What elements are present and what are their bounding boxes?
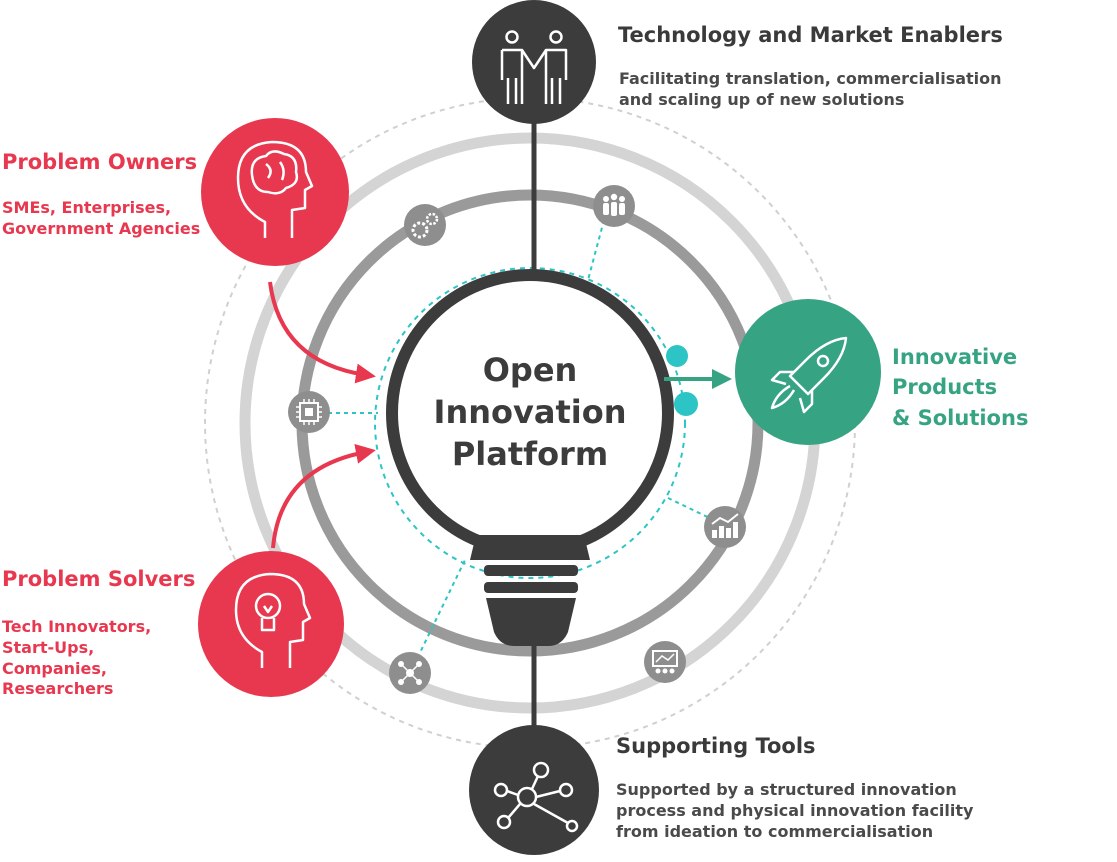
tools-desc-line-2: process and physical innovation facility: [616, 800, 974, 820]
solvers-desc-line-2: Start-Ups,: [2, 637, 95, 657]
solvers-desc-line-3: Companies,: [2, 658, 107, 678]
enablers-node: [472, 0, 596, 124]
products-title-line-2: & Solutions: [892, 405, 1029, 430]
solvers-desc-line-4: Researchers: [2, 679, 114, 699]
connector-network: [413, 559, 466, 666]
chip-icon: [288, 391, 330, 433]
lightbulb: [386, 269, 674, 646]
center-line-1: Open: [483, 351, 578, 389]
arrow-solvers: [271, 444, 376, 549]
owners-desc-line-1: SMEs, Enterprises,: [2, 198, 172, 217]
lightbulb-head-icon: [234, 572, 312, 668]
gears-icon: [404, 204, 446, 246]
presentation-icon: [644, 641, 686, 683]
enablers-desc-line-1: Facilitating translation, commercialisat…: [619, 69, 1002, 88]
chart-icon: [704, 506, 746, 548]
solvers-desc: Tech Innovators, Start-Ups, Companies, R…: [2, 617, 151, 700]
tools-desc-line-3: from ideation to commercialisation: [616, 821, 934, 841]
products-node: [735, 299, 881, 445]
tools-title: Supporting Tools: [616, 734, 816, 758]
center-line-3: Platform: [452, 435, 608, 473]
handshake-people-icon: [500, 30, 568, 104]
center-line-2: Innovation: [434, 393, 627, 431]
products-title-line-1: Innovative Products: [892, 345, 1018, 400]
teal-dot-1: [666, 345, 688, 367]
owners-title: Problem Owners: [2, 150, 198, 174]
network-people-icon: [389, 652, 431, 694]
teal-dot-2: [674, 392, 698, 416]
enablers-desc: Facilitating translation, commercialisat…: [619, 69, 1002, 111]
arrow-owners: [268, 281, 376, 384]
enablers-title: Technology and Market Enablers: [618, 23, 1003, 47]
connector-chart: [667, 497, 719, 523]
owners-desc: SMEs, Enterprises, Government Agencies: [2, 198, 200, 240]
tools-node: [469, 725, 599, 855]
products-title: Innovative Products & Solutions: [892, 342, 1117, 433]
tools-desc: Supported by a structured innovation pro…: [616, 780, 973, 842]
solvers-node: [198, 551, 344, 697]
owners-desc-line-2: Government Agencies: [2, 218, 201, 238]
brain-head-icon: [236, 140, 314, 238]
teal-dashed-ring: [374, 267, 686, 579]
rocket-icon: [770, 336, 848, 414]
network-nodes-icon: [493, 761, 579, 833]
enablers-desc-line-2: and scaling up of new solutions: [619, 89, 905, 109]
solvers-desc-line-1: Tech Innovators,: [2, 617, 152, 636]
solvers-title: Problem Solvers: [2, 567, 196, 591]
group-icon: [593, 185, 635, 227]
connector-group: [587, 219, 605, 281]
tools-desc-line-1: Supported by a structured innovation: [616, 780, 957, 799]
owners-node: [201, 118, 349, 266]
